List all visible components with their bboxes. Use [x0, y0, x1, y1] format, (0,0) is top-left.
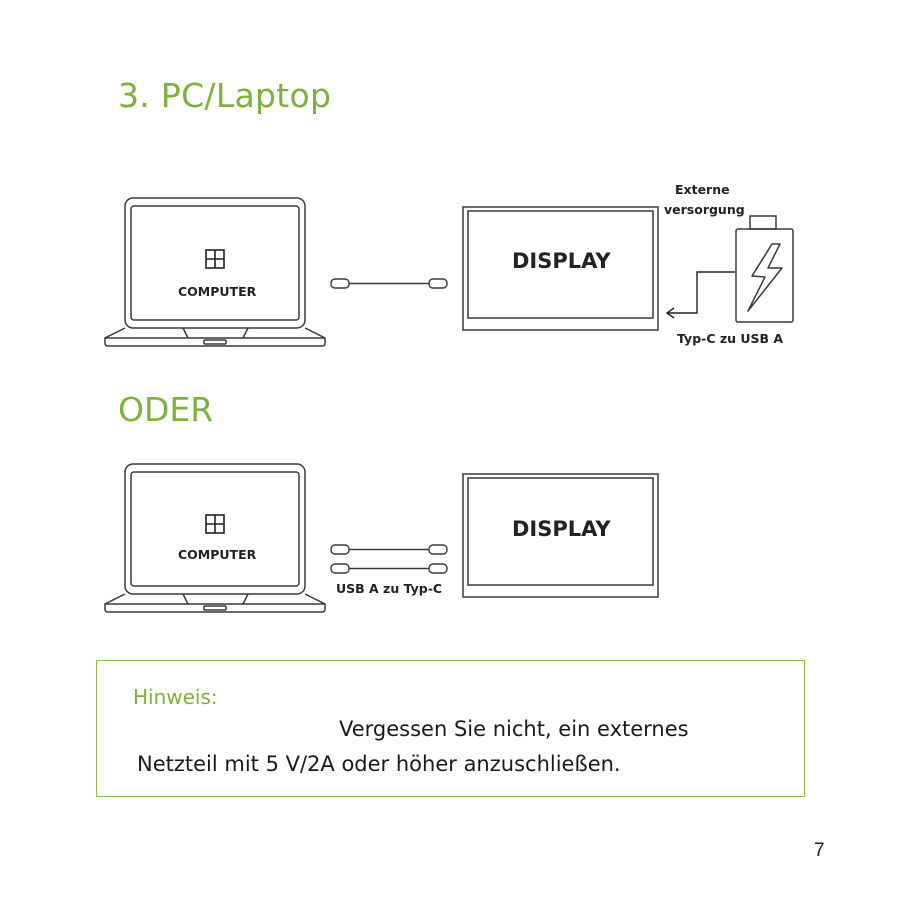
windows-icon: [206, 250, 224, 268]
display-label: DISPLAY: [512, 517, 611, 541]
note-label: Hinweis:: [133, 685, 218, 709]
cable-2b: [331, 564, 447, 573]
battery-icon: [736, 216, 793, 322]
note-text-line1: Vergessen Sie nicht, ein externes: [339, 717, 689, 741]
display-label: DISPLAY: [512, 249, 611, 273]
lightning-icon: [748, 244, 782, 311]
laptop-1: [105, 198, 325, 346]
power-cable: [667, 272, 735, 318]
note-text-line2: Netzteil mit 5 V/2A oder höher anzuschli…: [137, 752, 621, 776]
alternative-heading: ODER: [118, 390, 213, 429]
note-box: Hinweis: Vergessen Sie nicht, ein extern…: [96, 660, 805, 797]
cable-label-2: USB A zu Typ-C: [336, 581, 442, 596]
laptop-1-trackpad: [204, 340, 226, 344]
computer-label: COMPUTER: [178, 284, 257, 299]
cable-1: [331, 279, 447, 288]
laptop-2: [105, 464, 325, 612]
page-number: 7: [814, 840, 825, 862]
power-label-line1: Externe: [675, 182, 730, 197]
windows-icon: [206, 515, 224, 533]
cable-label-1: Typ-C zu USB A: [677, 331, 783, 346]
computer-label: COMPUTER: [178, 547, 257, 562]
cable-2a: [331, 545, 447, 554]
power-label-line2: versorgung: [664, 202, 745, 217]
laptop-2-trackpad: [204, 606, 226, 610]
